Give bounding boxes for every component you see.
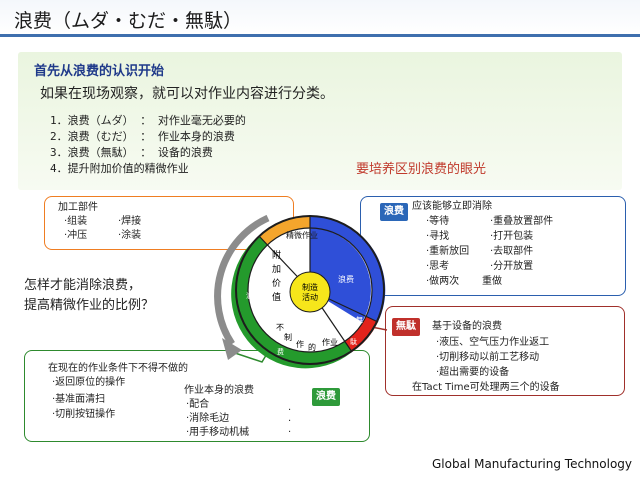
page-title: 浪费（ムダ・むだ・無駄） [14, 10, 243, 32]
added-value-char: 价 [272, 278, 281, 289]
non-value-char: 制 [284, 332, 292, 342]
mura-sub-item: ·用手移动机械 [186, 427, 250, 438]
muda-item: ·分开放置 [490, 261, 534, 272]
mura-label-2: 费 [277, 347, 284, 356]
mura-dot: · [288, 427, 292, 438]
non-value-char: 作 [296, 339, 304, 349]
muri-item: ·超出需要的设备 [436, 367, 510, 378]
muri-item: ·液压、空气压力作业返工 [436, 337, 550, 348]
mura-item: ·返回原位的操作 [52, 377, 126, 388]
category-item: 1．浪费（ムダ） ： 对作业毫无必要的 [50, 114, 246, 127]
muri-item: ·切削移动以前工艺移动 [436, 352, 540, 363]
muri-label: 無 [356, 315, 363, 324]
category-item: 4．提升附加价值的精微作业 [50, 162, 189, 175]
category-list: 1．浪费（ムダ） ： 对作业毫无必要的 2．浪费（むだ） ： 作业本身的浪费 3… [50, 113, 246, 177]
question-line2: 提高精微作业的比例？ [24, 298, 155, 313]
muda-item: ·打开包装 [490, 231, 534, 242]
muda-item: ·等待 [426, 216, 450, 227]
muda-title: 应该能够立即消除 [412, 201, 492, 212]
intro-panel [18, 52, 622, 190]
processing-item: ·涂装 [118, 230, 142, 241]
muda-label: 浪费 [338, 274, 354, 284]
processing-item: ·组装 [64, 216, 88, 227]
mura-sub-item: ·消除毛边 [186, 413, 230, 424]
category-item: 3．浪费（無駄） ： 设备的浪费 [50, 146, 213, 159]
added-value-char: 值 [272, 291, 281, 303]
muda-item: 重做 [482, 276, 502, 287]
muri-tag: 無駄 [392, 318, 420, 336]
muda-item: ·重新放回 [426, 246, 470, 257]
cycle-arrow [214, 214, 270, 346]
mura-item: ·切削按钮操作 [52, 409, 116, 420]
intro-subtitle: 如果在现场观察，就可以对作业内容进行分类。 [40, 86, 334, 102]
processing-title: 加工部件 [58, 202, 98, 213]
processing-item: ·冲压 [64, 230, 88, 241]
mura-dot: · [288, 416, 292, 427]
work-label: 作业 [322, 337, 338, 347]
muda-item: ·重叠放置部件 [490, 216, 554, 227]
mura-item: ·基准面清扫 [52, 394, 106, 405]
mura-title: 在现在的作业条件下不得不做的 [48, 363, 188, 374]
mura-sub-title: 作业本身的浪费 [184, 385, 254, 396]
question-line1: 怎样才能消除浪费， [24, 278, 142, 293]
added-value-char: 附 [272, 249, 281, 261]
mura-tag: 浪费 [312, 388, 340, 406]
category-item: 2．浪费（むだ） ： 作业本身的浪费 [50, 130, 235, 143]
muri-title: 基于设备的浪费 [432, 321, 502, 332]
mura-dot: · [288, 405, 292, 416]
footer-text: Global Manufacturing Technology [432, 457, 633, 471]
muda-item: ·寻找 [426, 231, 450, 242]
title-bar [0, 0, 640, 34]
mura-sub-item: ·配合 [186, 399, 210, 410]
muri-box [385, 306, 625, 396]
muda-tag: 浪费 [380, 203, 408, 221]
title-rule [0, 34, 640, 37]
fine-work-label: 精微作业 [286, 230, 318, 240]
muri-label-2: 駄 [350, 337, 357, 346]
non-value-char: 不 [276, 323, 284, 332]
center-label-line1: 制造 [302, 282, 318, 292]
muri-item: 在Tact Time可处理两三个的设备 [412, 382, 560, 393]
processing-item: ·焊接 [118, 216, 142, 227]
added-value-char: 加 [272, 264, 281, 275]
processing-box [44, 196, 294, 250]
muda-item: ·去取部件 [490, 246, 534, 257]
center-circle [289, 271, 331, 313]
intro-heading: 首先从浪费的认识开始 [34, 64, 165, 79]
mura-label: 浪 [246, 291, 253, 300]
callout-text: 要培养区别浪费的眼光 [356, 162, 487, 177]
cycle-arrow-head-icon [222, 338, 242, 360]
non-value-char: 的 [308, 342, 316, 352]
muda-item: ·思考 [426, 261, 450, 272]
muda-item: ·做两次 [426, 276, 460, 287]
question-text: 怎样才能消除浪费， 提高精微作业的比例？ [24, 276, 154, 316]
center-label-line2: 活动 [302, 292, 318, 302]
